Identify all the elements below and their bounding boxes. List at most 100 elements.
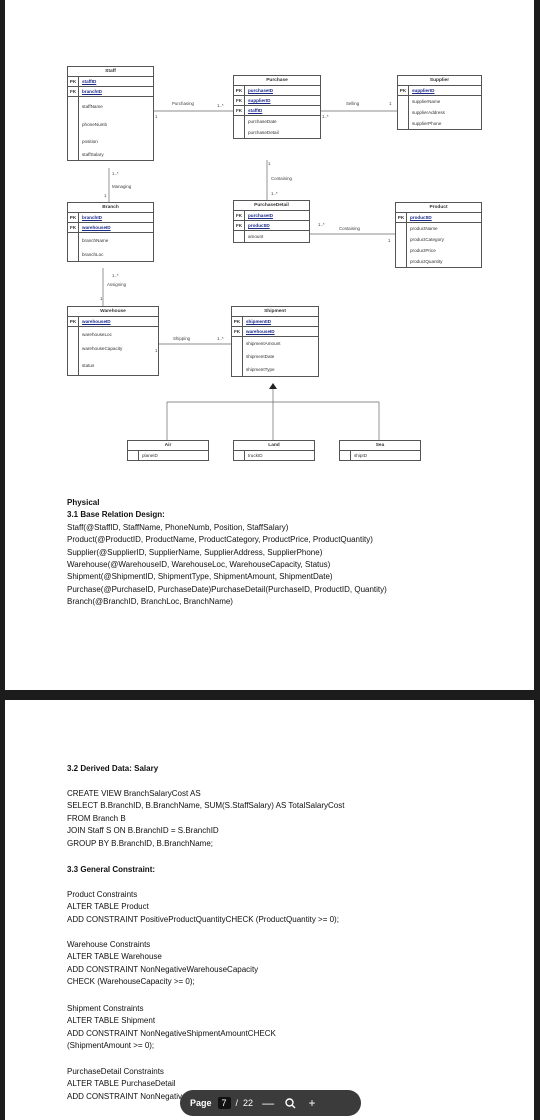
attribute: productCategory [410,237,444,242]
cardinality: 1..* [112,171,119,176]
relation-line: Purchase(@PurchaseID, PurchaseDate)Purch… [67,584,387,594]
attribute: staffSalary [82,152,104,157]
entity-title: Shipment [232,307,318,317]
key-label: FK [234,96,245,105]
attribute: productName [410,226,438,231]
code-line: ALTER TABLE PurchaseDetail [67,1079,176,1089]
key-label: PK [68,317,79,326]
cardinality: 1 [100,296,103,301]
relation-line: Supplier(@SupplierID, SupplierName, Supp… [67,547,323,557]
key-label: FK [234,106,245,115]
attribute: purchaseDate [248,119,277,124]
entity-title: Land [234,441,314,451]
total-pages: 22 [243,1098,254,1108]
relation-line: Branch(@BranchID, BranchLoc, BranchName) [67,597,233,607]
relation-line: Product(@ProductID, ProductName, Product… [67,535,373,545]
attribute: shipmentID [246,319,272,324]
cardinality: 1 [268,161,271,166]
attribute: productID [410,215,432,220]
attribute: position [82,138,98,144]
page-number-input[interactable]: 7 [217,1097,231,1109]
key-label: FK [234,211,245,220]
code-line: ADD CONSTRAINT PositiveProductQuantityCH… [67,914,339,924]
attribute: status [82,362,95,368]
page-separator [0,690,540,700]
constraint-product: Product Constraints ALTER TABLE Product … [67,889,339,926]
attribute: supplierID [412,88,435,93]
relation-line: Staff(@StaffID, StaffName, PhoneNumb, Po… [67,522,289,532]
rel-label-selling: Selling [346,101,360,106]
attribute: branchLoc [82,251,104,257]
rel-label-managing: Managing [112,184,132,189]
section-heading: 3.3 General Constraint: [67,865,156,874]
attribute: warehouseID [82,319,111,324]
cardinality: 1..* [322,114,329,119]
entity-title: Sea [340,441,420,451]
code-line: CHECK (WarehouseCapacity >= 0); [67,977,195,987]
attribute: productQuantity [410,259,443,264]
code-line: ALTER TABLE Shipment [67,1016,156,1026]
attribute: productID [248,223,270,228]
zoom-out-button[interactable]: — [262,1096,275,1110]
attribute: shipmentType [246,367,275,372]
section-subheading: 3.1 Base Relation Design: [67,510,165,520]
code-line: GROUP BY B.BranchID, B.BranchName; [67,838,213,848]
attribute: phoneNumb [82,122,108,127]
key-label: FK [68,87,79,96]
code-line: PurchaseDetail Constraints [67,1067,164,1076]
relation-line: Shipment(@ShipmentID, ShipmentType, Ship… [67,572,333,582]
zoom-search-icon[interactable] [283,1096,297,1110]
code-line: ADD CONSTRAINT NonNegativeWarehouseCapac… [67,964,259,974]
cardinality: 1..* [217,336,224,341]
code-line: CREATE VIEW BranchSalaryCost AS [67,789,201,798]
attribute: supplierPhone [412,121,442,126]
code-line: ADD CONSTRAINT NonNegativeShipmentAmount… [67,1028,276,1038]
attribute: supplierName [412,99,441,104]
attribute: purchaseDetail [248,130,279,135]
cardinality: 1 [155,348,158,353]
entity-title: Purchase [234,76,320,86]
zoom-in-button[interactable]: + [308,1096,316,1110]
attribute: shipmentAmount [246,341,281,346]
key-label: PK [396,213,407,222]
key-label: FK [68,223,79,232]
key-label: PK [68,77,79,86]
section-heading: 3.2 Derived Data: Salary [67,764,159,773]
section-heading: Physical [67,498,100,507]
attribute: staffID [248,108,263,113]
attribute: staffName [82,104,103,109]
code-line: Shipment Constraints [67,1004,144,1013]
attribute: shipID [354,453,368,458]
constraint-warehouse: Warehouse Constraints ALTER TABLE Wareho… [67,939,258,989]
entity-title: Product [396,203,481,213]
attribute: amount [248,234,264,239]
attribute: staffID [82,79,97,84]
entity-title: Supplier [398,76,481,86]
cardinality: 1 [104,193,107,198]
attribute: purchaseID [248,88,274,93]
attribute: warehouseCapacity [82,345,123,351]
code-line: Warehouse Constraints [67,940,151,949]
physical-section: Physical 3.1 Base Relation Design: Staff… [67,497,387,609]
cardinality: 1..* [112,273,119,278]
attribute: productPrice [410,248,436,253]
attribute: branchName [82,237,109,243]
attribute: truckID [248,453,263,458]
cardinality: 1..* [271,191,278,196]
entity-land: Land truckID [233,440,315,461]
entity-title: PurchaseDetail [234,201,309,211]
rel-label-assigning: Assigning [107,282,127,287]
key-label: PK [68,213,79,222]
attribute: warehouseID [246,329,275,334]
code-line: JOIN Staff S ON B.BranchID = S.BranchID [67,826,219,836]
entity-title: Branch [68,203,153,213]
code-line: Product Constraints [67,890,138,899]
cardinality: 1..* [217,103,224,108]
